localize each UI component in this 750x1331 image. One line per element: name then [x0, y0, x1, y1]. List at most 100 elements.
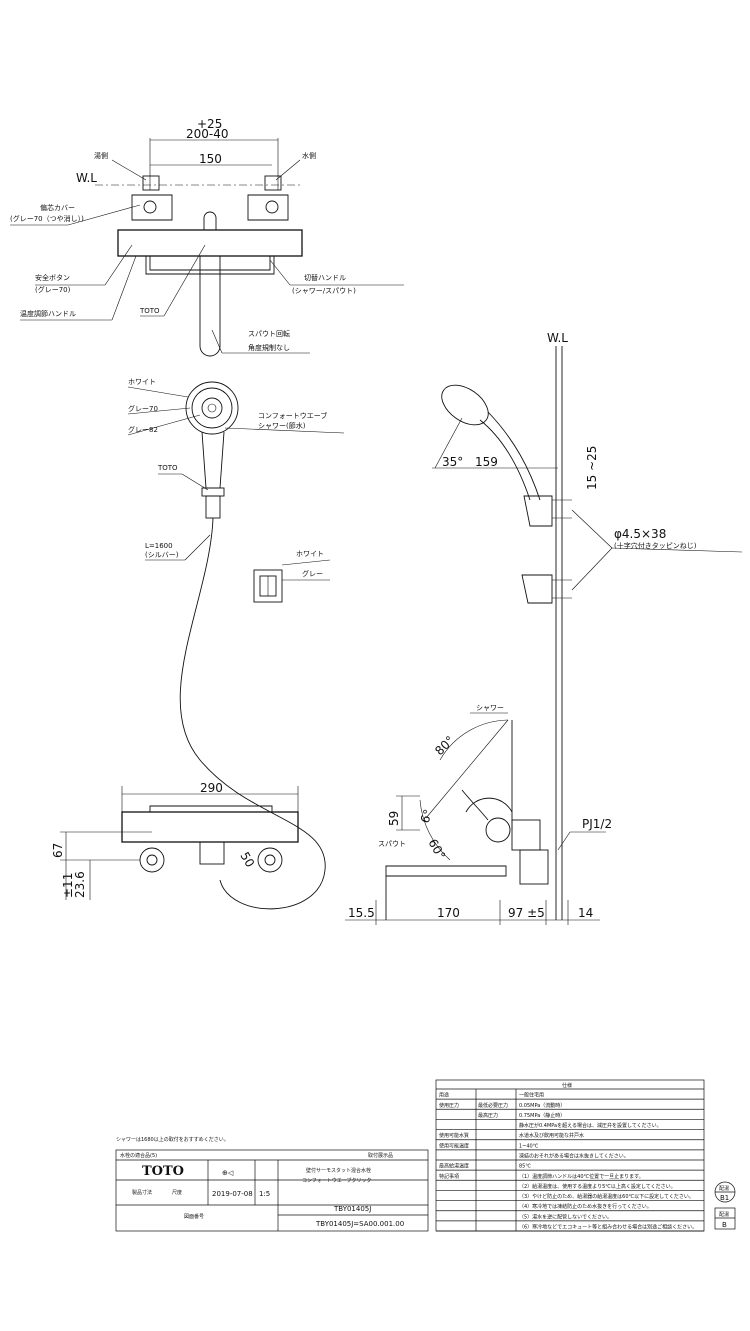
spec-cell-v: 85℃: [519, 1164, 531, 1170]
dim-290: 290: [200, 781, 223, 795]
spec-cell-k: 使用圧力: [439, 1102, 459, 1109]
shower-head-view: ホワイト グレー70 グレー82 コンフォートウエーブ シャワー(節水) TOT…: [127, 378, 345, 910]
dim-59: 59: [387, 811, 401, 826]
tb-date: 2019-07-08: [212, 1190, 253, 1198]
label-holder-grey: グレー: [302, 569, 323, 578]
spec-cell-k: 最高給湯温度: [439, 1163, 469, 1170]
dim-11: ±11: [61, 873, 75, 898]
tb-mid-small: 尺度: [172, 1189, 182, 1196]
label-shower: シャワー: [476, 704, 504, 712]
dim-6: 6°: [418, 807, 436, 825]
tb-bottom-left: 図面番号: [184, 1213, 204, 1220]
label-brand-shower: TOTO: [157, 464, 178, 472]
dim-span: 200-40: [186, 127, 229, 141]
label-pj: PJ1/2: [582, 817, 612, 831]
dim-screw: φ4.5×38: [614, 527, 666, 541]
spec-cell-v: 水道水及び飲用可能な井戸水: [519, 1132, 584, 1139]
spec-cell-v: 凍結のおそれがある場合は水抜きしてください。: [519, 1153, 629, 1160]
top-view: +25 200-40 150 W.L: [10, 117, 404, 357]
label-spout: スパウト: [378, 840, 406, 848]
dim-35: 35°: [442, 455, 463, 469]
dim-159: 159: [475, 455, 498, 469]
tb-model: TBY01405J: [333, 1205, 371, 1213]
wl-label: W.L: [76, 171, 97, 185]
label-hose-len: L=1600: [145, 542, 173, 550]
label-hose-color: (シルバー): [145, 551, 179, 559]
dim-pitch: 150: [199, 152, 222, 166]
spec-cell-k2: 最高圧力: [478, 1112, 498, 1119]
spec-cell-k: 使用可能水質: [439, 1132, 469, 1139]
spec-cell-k: 使用可能温度: [439, 1142, 469, 1149]
dim-50: 50: [237, 850, 257, 870]
badge-b-bottom: B: [722, 1221, 727, 1229]
dim-80: 80°: [432, 733, 457, 758]
spec-title: 仕様: [562, 1082, 572, 1089]
tb-product-name: 壁付サーモスタット混合水栓: [306, 1167, 371, 1174]
label-safety-color: (グレー70): [35, 285, 71, 294]
spec-cell-v: 1~40℃: [519, 1143, 539, 1149]
spec-cell-k: 特記事項: [439, 1173, 459, 1180]
spec-cell-v: 一般住宅用: [519, 1092, 544, 1099]
tb-symbol: ⊕◁: [222, 1169, 234, 1177]
title-block: シャワーは1680以上の取付をおすすめください。 水栓の適合品(5) 取付展示品…: [115, 1136, 429, 1232]
label-switch-sub: (シャワー/スパウト): [292, 287, 356, 295]
spec-cell-k: 用途: [439, 1092, 449, 1099]
dim-67: 67: [51, 843, 65, 858]
dim-60: 60°: [425, 837, 448, 862]
label-shower-mode: シャワー(節水): [258, 421, 306, 430]
dim-170: 170: [437, 906, 460, 920]
tb-top-label: 水栓の適合品(5): [120, 1152, 157, 1159]
spec-cell-v: 静水圧が0.4MPaを超える場合は、減圧弁を設置してください。: [519, 1122, 662, 1129]
tb-left-small: 製品寸法: [132, 1189, 152, 1196]
spec-cell-v: 0.05MPa（流動時）: [519, 1102, 565, 1109]
dim-tol: +25: [197, 117, 222, 131]
tb-product-sub: コンフォートウエーブクリック: [302, 1177, 372, 1184]
dim-screw-note: (十字穴付きタッピンねじ): [614, 541, 697, 550]
profile-view: 59 80° 6° 60° シャワー スパウト PJ1/2 15.5 170 9…: [345, 704, 612, 925]
tb-drawing-no: TBY01405J=SA00.001.00: [315, 1220, 404, 1228]
label-comfort: コンフォートウエーブ: [258, 411, 327, 420]
label-safety: 安全ボタン: [35, 273, 70, 282]
dim-14: 14: [578, 906, 593, 920]
holder-view: ホワイト グレー: [253, 550, 331, 603]
label-cold: 水側: [302, 151, 316, 160]
spec-cell-v: 0.75MPa（静止時）: [519, 1112, 565, 1119]
spec-cell-v: （1）温度調節ハンドルは40℃位置で一旦止まります。: [519, 1173, 644, 1180]
dim-15-5: 15.5: [348, 906, 375, 920]
badge-b: 配湯 B: [714, 1207, 736, 1230]
label-holder-white: ホワイト: [296, 550, 324, 558]
label-grey70: グレー70: [128, 404, 158, 413]
label-temp-handle: 温度調節ハンドル: [20, 309, 76, 318]
dim-97: 97 ±5: [508, 906, 545, 920]
label-grey82: グレー82: [128, 425, 158, 434]
dim-23: 23.6: [73, 871, 87, 898]
label-switch-handle: 切替ハンドル: [304, 273, 346, 282]
spec-cell-v: （4）寒冷地では凍結防止のため水抜きを行ってください。: [519, 1203, 652, 1210]
wl-side: W.L: [547, 331, 568, 345]
spec-cell-k2: 最低必要圧力: [478, 1102, 508, 1109]
label-white: ホワイト: [128, 378, 156, 386]
tb-logo: TOTO: [142, 1164, 184, 1179]
spec-cell-v: （5）湯水を逆に配管しないでください。: [519, 1213, 612, 1220]
front-view: 290 67 23.6 ±11 50: [51, 781, 299, 900]
tb-note: シャワーは1680以上の取付をおすすめください。: [116, 1136, 229, 1143]
badge-b1-bottom: B1: [720, 1194, 729, 1202]
tb-scale: 1:5: [259, 1190, 270, 1198]
spec-cell-v: （3）やけど防止のため、給湯器の給湯温度は60℃以下に設定してください。: [519, 1193, 694, 1200]
label-spout-rot: スパウト回転: [248, 330, 290, 338]
spec-cell-v: （6）寒冷地などでエコキュート等と組み合わせる場合は別途ご相談ください。: [519, 1224, 697, 1231]
badge-b1: 配湯 B1: [714, 1181, 736, 1203]
side-view: W.L 35° 159 15 ~25 φ4.5×38 (十字穴付きタッピンねじ): [432, 331, 743, 920]
label-cover-color: (グレー70（つや消し）): [10, 214, 84, 223]
badge-b1-top: 配湯: [719, 1185, 729, 1192]
label-cover: 偏芯カバー: [40, 203, 75, 212]
tb-maker: 取付展示品: [368, 1152, 393, 1159]
dim-15-25: 15 ~25: [585, 446, 599, 490]
badge-b-top: 配湯: [719, 1211, 729, 1218]
spec-cell-v: （2）給湯温度は、使用する温度より5℃以上高く設定してください。: [519, 1183, 676, 1190]
label-hot: 湯側: [94, 151, 108, 160]
label-spout-angle: 角度規制なし: [248, 343, 290, 352]
